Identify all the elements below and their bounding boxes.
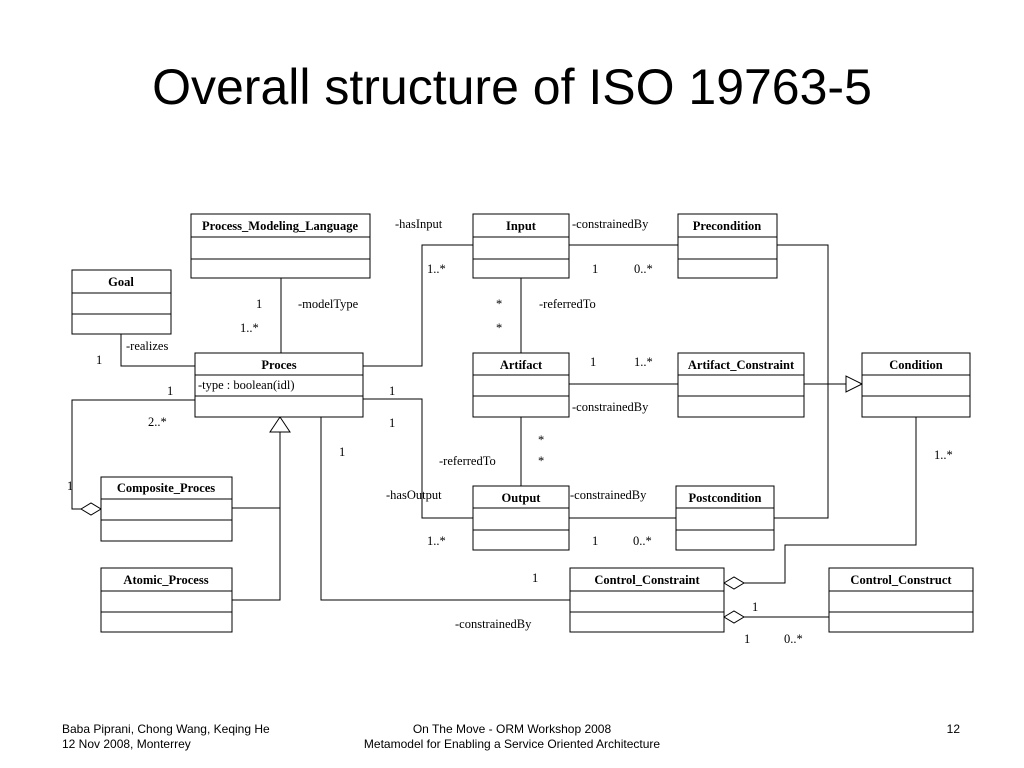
footer-event-line2: Metamodel for Enabling a Service Oriente… — [363, 737, 661, 751]
label-model-type: -modelType — [298, 297, 359, 311]
footer-date-line: 12 Nov 2008, Monterrey — [62, 737, 191, 751]
class-postcondition: Postcondition — [675, 485, 775, 551]
mult-input-left: 1..* — [427, 262, 446, 276]
class-name: Output — [502, 491, 542, 505]
mult-output-1: 1 — [592, 534, 598, 548]
label-has-input: -hasInput — [395, 217, 443, 231]
mult-ref-bottom2: * — [538, 454, 544, 468]
mult-pml-1n: 1..* — [240, 321, 259, 335]
class-name: Artifact — [500, 358, 543, 372]
mult-input-1: 1 — [592, 262, 598, 276]
connector-composite-generalization — [232, 432, 281, 509]
class-process-modeling-language: Process_Modeling_Language — [190, 213, 371, 279]
mult-proces-right-1a: 1 — [389, 384, 395, 398]
mult-pml-1: 1 — [256, 297, 262, 311]
label-constrained-by-output: -constrainedBy — [570, 488, 647, 502]
generalization-arrow-proces — [269, 416, 291, 433]
mult-ref-top: * — [496, 297, 502, 311]
association-labels: -hasInput -constrainedBy 1..* 1 0..* 1 -… — [67, 217, 953, 646]
mult-condition-1n: 1..* — [934, 448, 953, 462]
class-artifact-constraint: Artifact_Constraint — [677, 352, 805, 418]
mult-output-0n: 0..* — [633, 534, 652, 548]
class-precondition: Precondition — [677, 213, 778, 279]
mult-composite-1: 1 — [67, 479, 73, 493]
class-name: Postcondition — [689, 491, 762, 505]
mult-ac-1n: 1..* — [634, 355, 653, 369]
class-name: Goal — [108, 275, 134, 289]
label-constrained-by-artifact: -constrainedBy — [572, 400, 649, 414]
class-name: Condition — [889, 358, 943, 372]
generalization-arrow-condition — [845, 375, 864, 393]
class-name: Process_Modeling_Language — [202, 219, 358, 233]
label-constrained-by-cc: -constrainedBy — [455, 617, 532, 631]
connector-atomic-generalization — [232, 508, 281, 601]
class-input: Input — [472, 213, 570, 279]
slide-title: Overall structure of ISO 19763-5 — [152, 59, 872, 115]
aggregation-diamond-composite — [80, 502, 102, 516]
mult-construct-1: 1 — [752, 600, 758, 614]
connector-condition-control-constraint — [744, 417, 917, 584]
label-referred-to-top: -referredTo — [539, 297, 596, 311]
mult-proces-bottom-1: 1 — [339, 445, 345, 459]
class-name: Control_Construct — [850, 573, 952, 587]
slide-number: 12 — [946, 722, 960, 736]
class-name: Control_Constraint — [594, 573, 700, 587]
mult-input-0n: 0..* — [634, 262, 653, 276]
class-name: Input — [506, 219, 537, 233]
class-composite-proces: Composite_Proces — [100, 476, 233, 542]
mult-construct-1b: 1 — [744, 632, 750, 646]
connector-postcondition-condition — [774, 384, 829, 519]
class-condition: Condition — [861, 352, 971, 418]
label-referred-to-bottom: -referredTo — [439, 454, 496, 468]
mult-ref-bottom: * — [538, 433, 544, 447]
class-attribute: -type : boolean(idl) — [198, 378, 295, 392]
footer-event: On The Move - ORM Workshop 2008 Metamode… — [312, 722, 712, 752]
connector-goal-proces — [120, 334, 195, 367]
class-goal: Goal — [71, 269, 172, 335]
class-name: Composite_Proces — [117, 481, 215, 495]
mult-construct-0n: 0..* — [784, 632, 803, 646]
footer-event-line1: On The Move - ORM Workshop 2008 — [412, 722, 612, 736]
label-has-output: -hasOutput — [386, 488, 442, 502]
mult-output-left: 1..* — [427, 534, 446, 548]
aggregation-diamond-cc-top — [723, 576, 745, 590]
mult-proces-left-1: 1 — [167, 384, 173, 398]
mult-goal-1: 1 — [96, 353, 102, 367]
class-name: Proces — [261, 358, 296, 372]
label-constrained-by-input: -constrainedBy — [572, 217, 649, 231]
class-artifact: Artifact — [472, 352, 570, 418]
mult-cc-1: 1 — [532, 571, 538, 585]
mult-proces-right-1b: 1 — [389, 416, 395, 430]
class-output: Output — [472, 485, 570, 551]
class-name: Atomic_Process — [123, 573, 208, 587]
footer-authors-line1: Baba Piprani, Chong Wang, Keqing He — [62, 722, 270, 736]
mult-proces-left-2n: 2..* — [148, 415, 167, 429]
class-proces: Proces -type : boolean(idl) — [194, 352, 364, 418]
class-atomic-process: Atomic_Process — [100, 567, 233, 633]
mult-ref-top2: * — [496, 321, 502, 335]
class-name: Artifact_Constraint — [688, 358, 795, 372]
class-name: Precondition — [693, 219, 762, 233]
connector-output-proces — [363, 398, 473, 519]
label-realizes: -realizes — [126, 339, 168, 353]
class-control-constraint: Control_Constraint — [569, 567, 725, 633]
aggregation-diamond-cc-bottom — [723, 610, 745, 624]
connector-input-proces — [363, 244, 473, 367]
class-control-construct: Control_Construct — [828, 567, 974, 633]
mult-ac-1: 1 — [590, 355, 596, 369]
connector-proces-control-constraint — [320, 417, 570, 601]
footer-authors: Baba Piprani, Chong Wang, Keqing He 12 N… — [62, 722, 270, 752]
